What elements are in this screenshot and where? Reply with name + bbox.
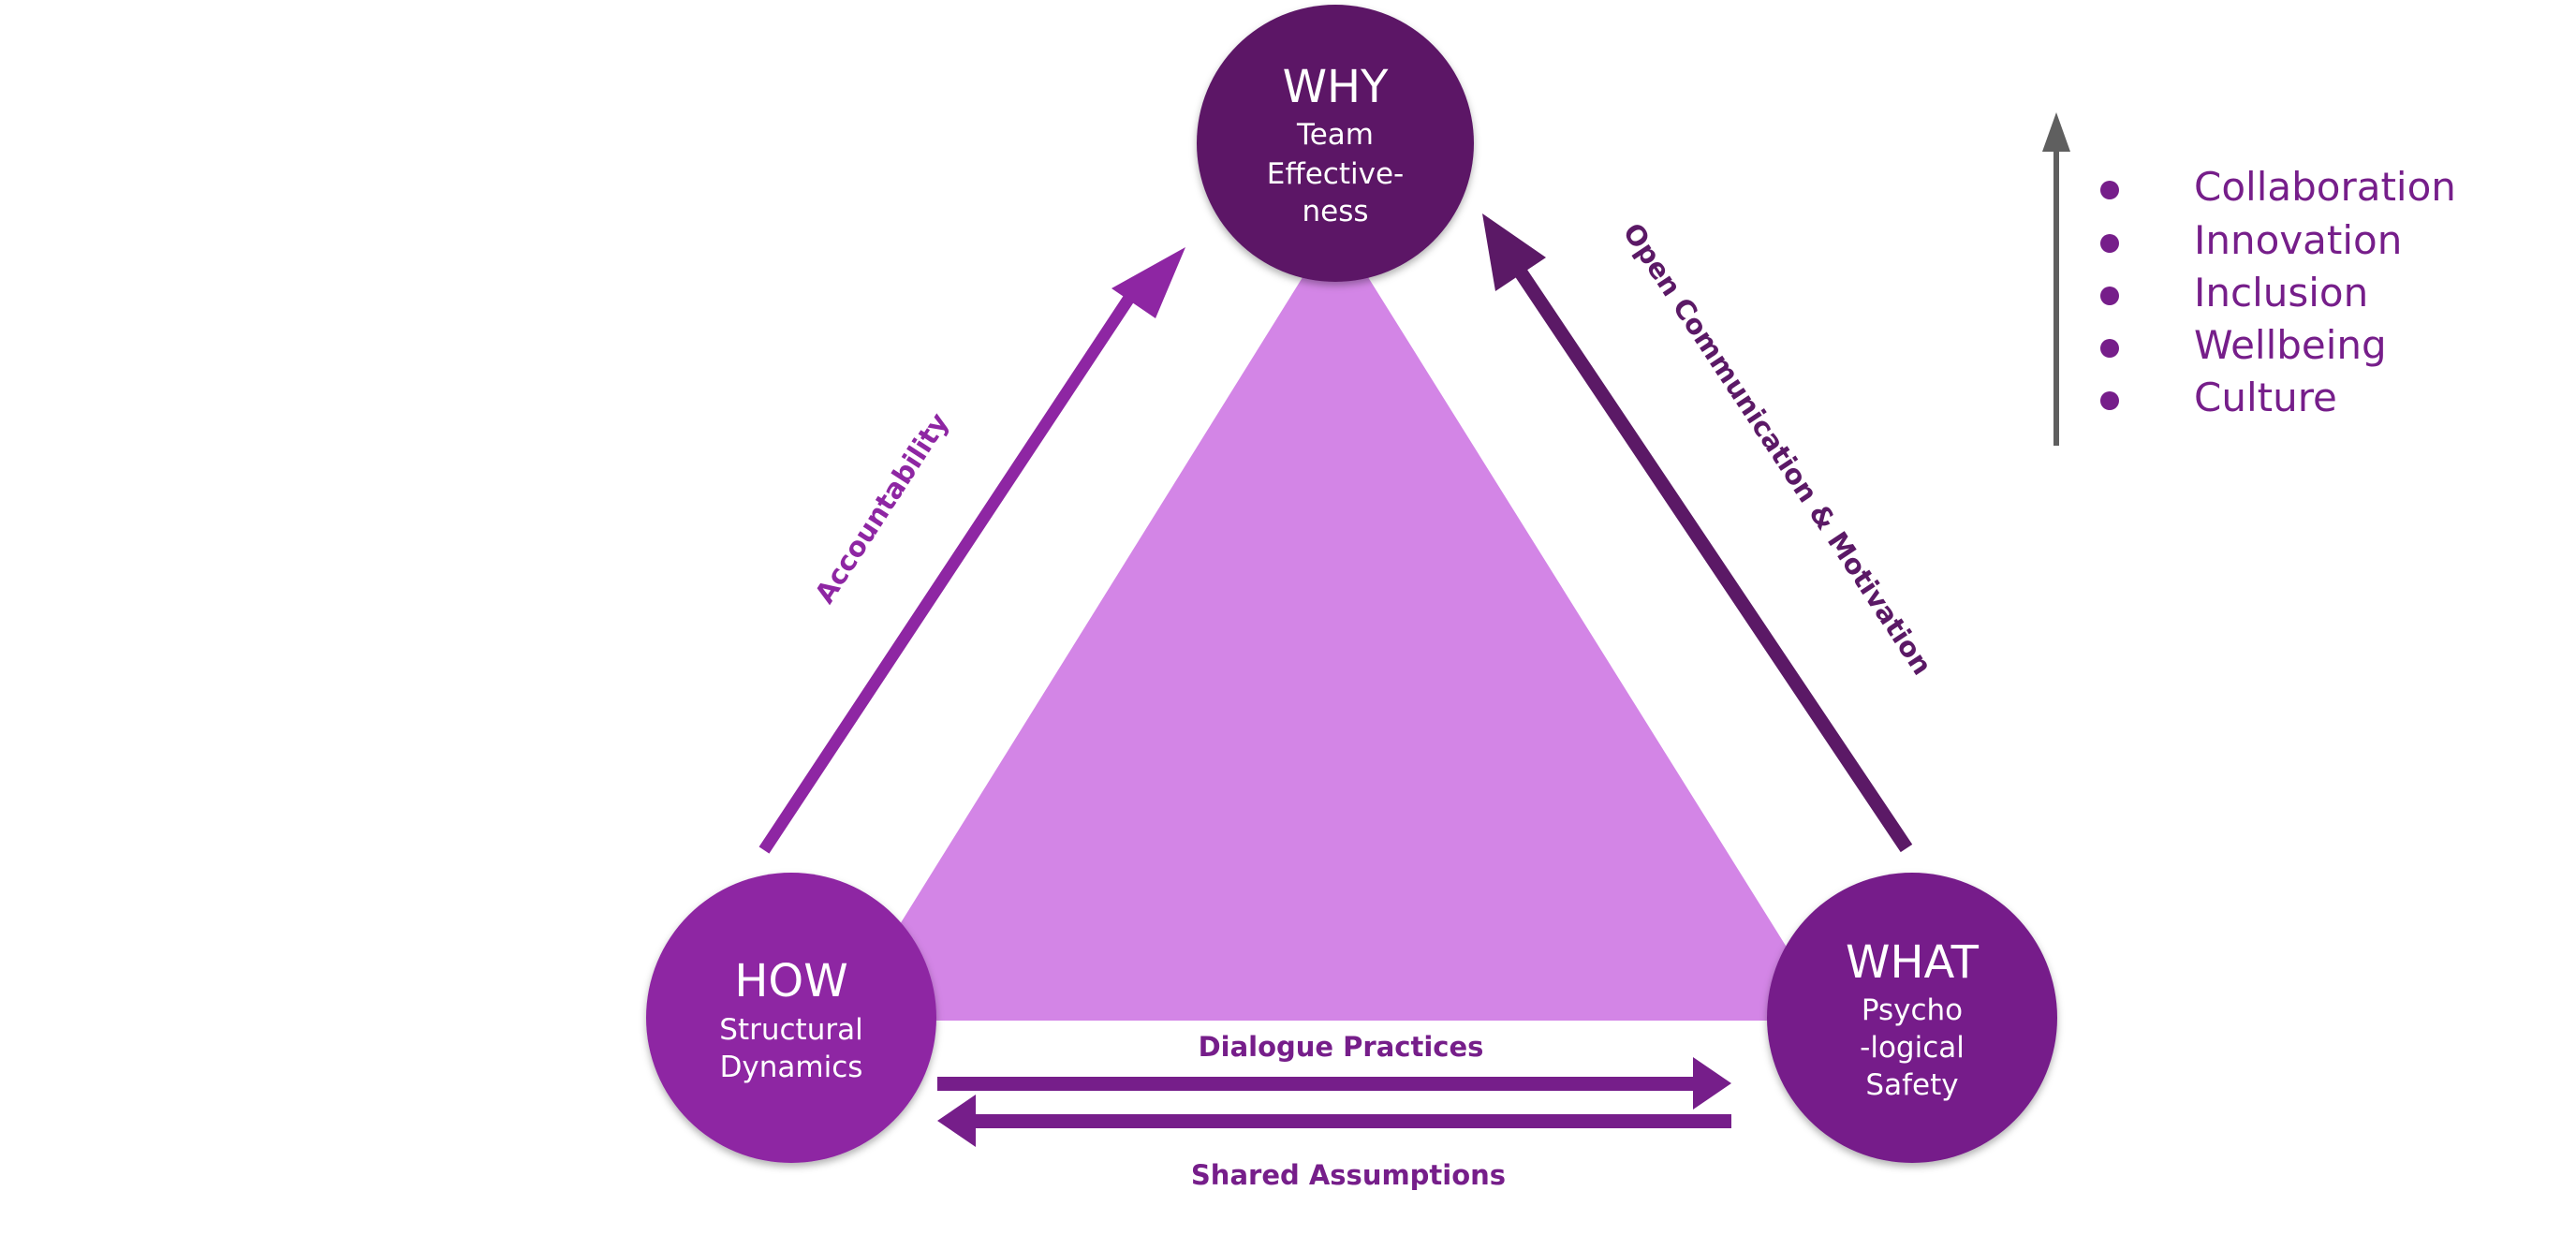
outcomes-list: Collaboration Innovation Inclusion Wellb… — [2100, 164, 2456, 420]
shared-assumptions-arrow — [937, 1095, 1731, 1147]
list-item: Wellbeing — [2100, 322, 2387, 368]
outcome-collaboration: Collaboration — [2194, 164, 2456, 210]
why-line-3: ness — [1302, 195, 1368, 228]
list-item: Culture — [2100, 375, 2337, 420]
list-item: Innovation — [2100, 217, 2402, 263]
how-line-2: Dynamics — [720, 1051, 863, 1084]
bullet-icon — [2100, 181, 2119, 199]
bullet-icon — [2100, 287, 2119, 305]
what-line-1: Psycho — [1862, 993, 1963, 1027]
dialogue-practices-arrow — [937, 1057, 1731, 1110]
outcome-culture: Culture — [2194, 375, 2337, 420]
accountability-arrow — [758, 247, 1185, 854]
how-node: HOW Structural Dynamics — [646, 873, 936, 1163]
why-line-2: Effective- — [1267, 157, 1404, 191]
list-item: Inclusion — [2100, 270, 2368, 316]
why-line-1: Team — [1296, 118, 1374, 152]
bullet-icon — [2100, 234, 2119, 253]
dialogue-practices-label: Dialogue Practices — [1199, 1031, 1484, 1063]
why-node: WHY Team Effective- ness — [1197, 5, 1474, 282]
outcome-inclusion: Inclusion — [2194, 270, 2368, 316]
list-item: Collaboration — [2100, 164, 2456, 210]
what-node: WHAT Psycho -logical Safety — [1767, 873, 2057, 1163]
shared-assumptions-label: Shared Assumptions — [1191, 1159, 1506, 1191]
central-triangle — [840, 225, 1833, 1021]
outcome-wellbeing: Wellbeing — [2194, 322, 2387, 368]
why-title: WHY — [1283, 61, 1390, 113]
what-title: WHAT — [1846, 936, 1980, 989]
what-line-3: Safety — [1865, 1068, 1958, 1102]
accountability-label: Accountability — [808, 407, 954, 610]
open-communication-arrow — [1482, 213, 1913, 853]
bullet-icon — [2100, 339, 2119, 358]
how-title: HOW — [734, 955, 847, 1007]
outcome-innovation: Innovation — [2194, 217, 2402, 263]
open-communication-label: Open Communication & Motivation — [1617, 217, 1938, 681]
how-line-1: Structural — [719, 1013, 862, 1047]
outcomes-up-arrow — [2042, 112, 2070, 446]
bullet-icon — [2100, 391, 2119, 410]
what-line-2: -logical — [1860, 1031, 1965, 1065]
